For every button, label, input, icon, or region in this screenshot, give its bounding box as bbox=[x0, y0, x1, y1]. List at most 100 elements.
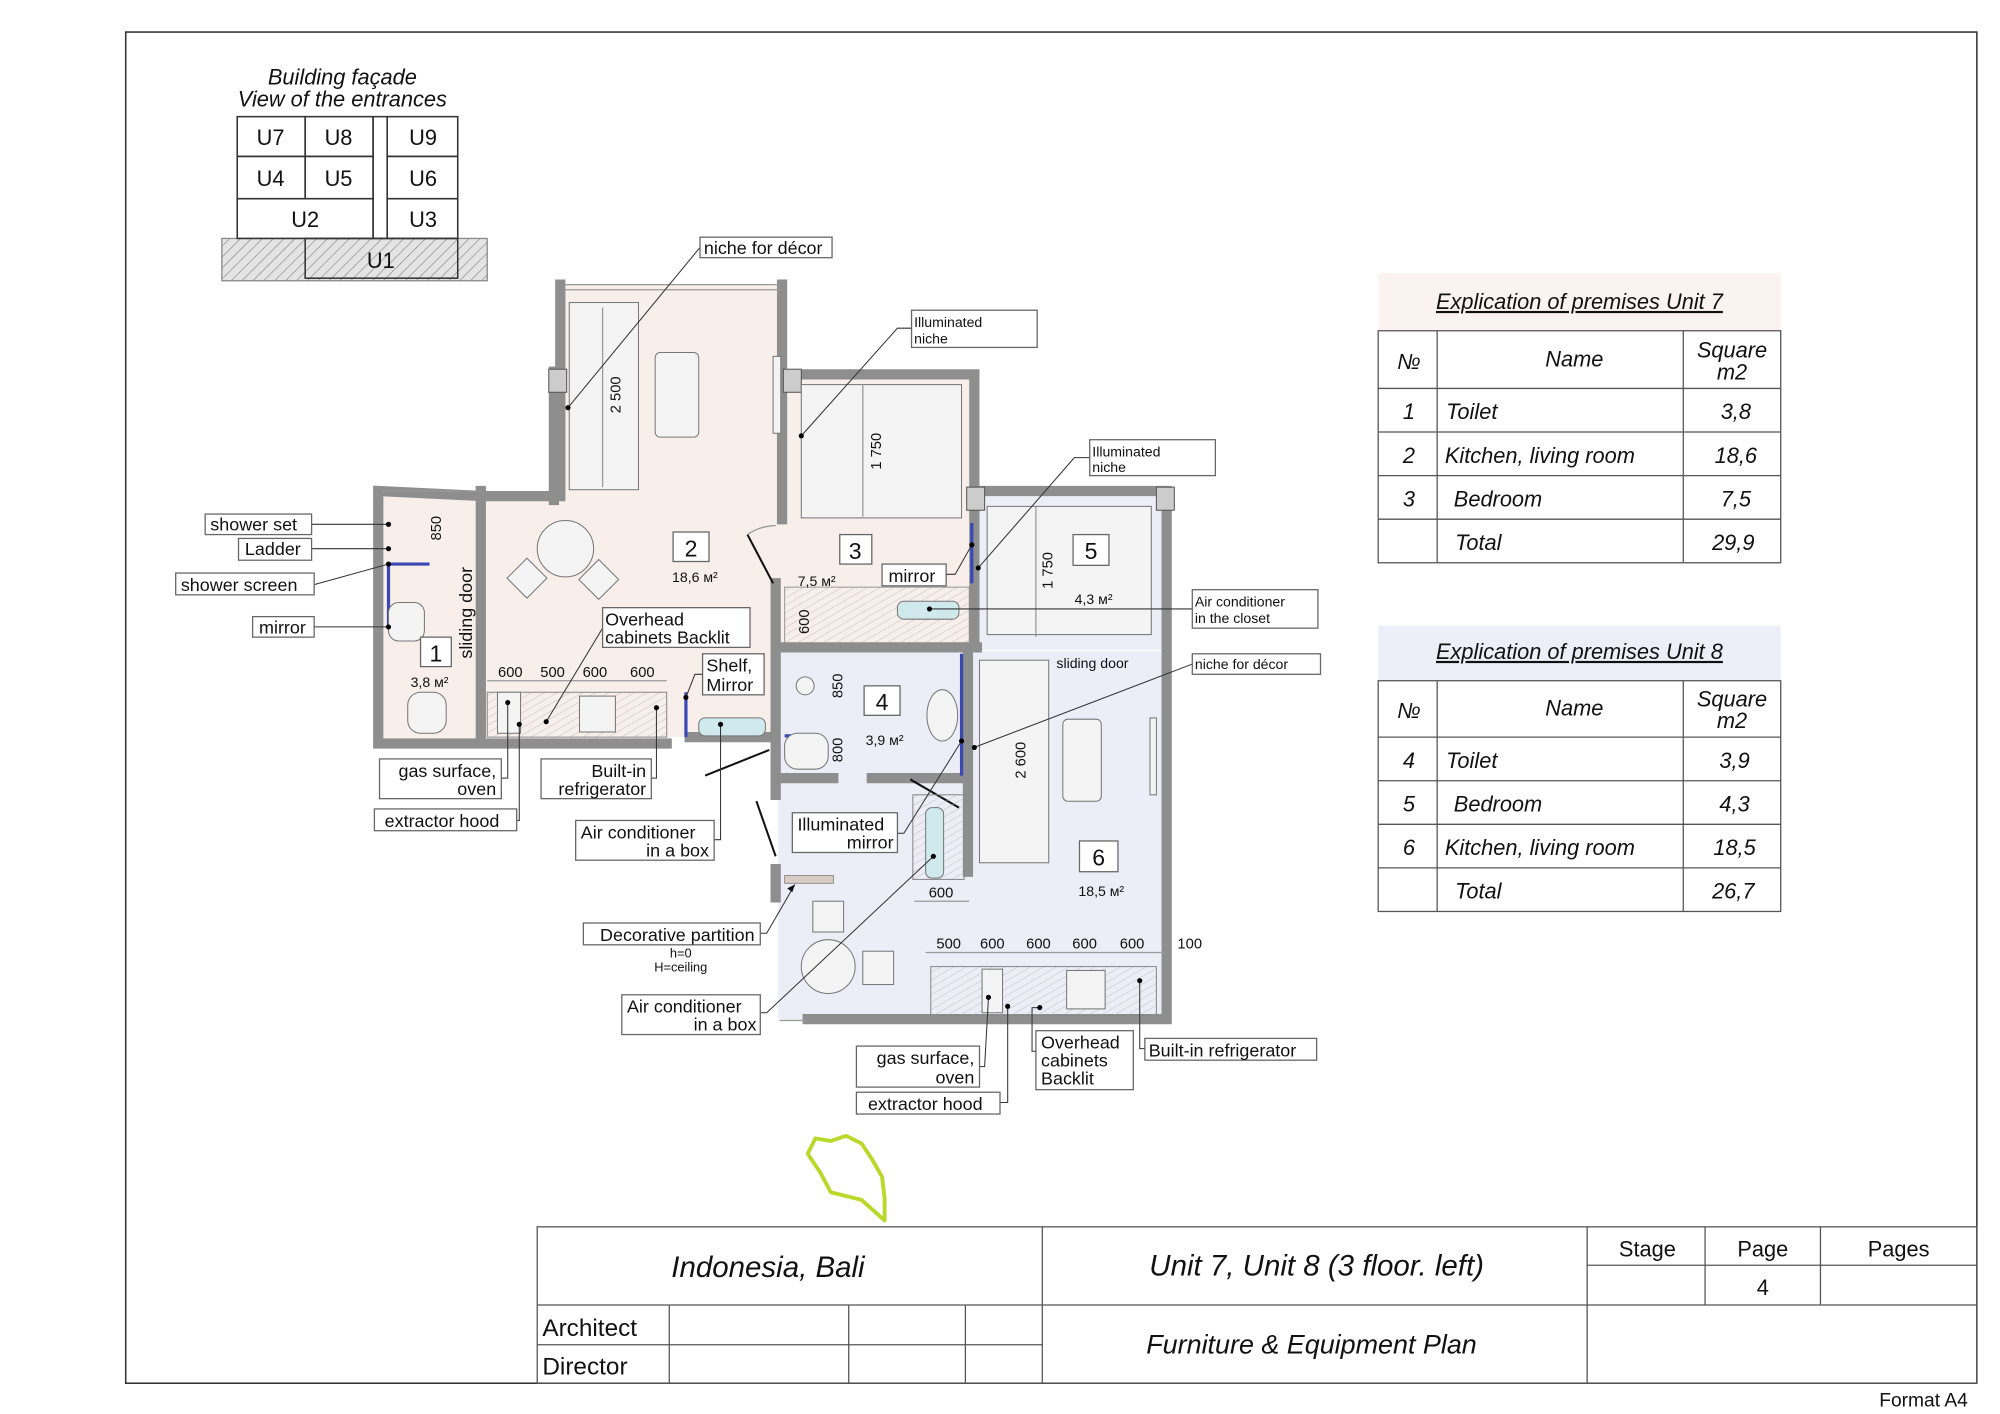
label-gas-surface: gas surface, bbox=[877, 1048, 975, 1068]
unit-label: U8 bbox=[325, 125, 353, 150]
label-illuminated-niche: Illuminated bbox=[914, 314, 982, 330]
text-label: Total bbox=[1455, 879, 1503, 904]
text-label: 5 bbox=[1403, 791, 1416, 816]
location: Indonesia, Bali bbox=[671, 1251, 866, 1284]
bed-unit7 bbox=[800, 384, 963, 519]
text-label: Backlit bbox=[1041, 1069, 1094, 1089]
text-label: 3,9 bbox=[1719, 748, 1749, 773]
explication-table-unit8: Explication of premises Unit 8 № Name Sq… bbox=[1377, 625, 1782, 913]
label-shower-set: shower set bbox=[210, 515, 297, 535]
text-label: oven bbox=[457, 779, 496, 799]
label-mirror: mirror bbox=[259, 617, 306, 637]
sheet-title: Furniture & Equipment Plan bbox=[1146, 1330, 1477, 1360]
text-label: 800 bbox=[830, 738, 846, 763]
text-label: mirror bbox=[847, 833, 894, 853]
text-label: 600 bbox=[498, 665, 523, 681]
text-label: № bbox=[1397, 698, 1421, 723]
text-label: 18,6 bbox=[1715, 443, 1758, 468]
text-label: Name bbox=[1545, 347, 1603, 372]
label-decorative-partition: Decorative partition bbox=[600, 925, 755, 945]
text-label: Kitchen, living room bbox=[1445, 835, 1635, 860]
label-gas-surface: gas surface, bbox=[398, 761, 496, 781]
label-shelf-mirror: Shelf, bbox=[706, 656, 752, 676]
label-shower-screen: shower screen bbox=[181, 575, 298, 595]
unit-label: U7 bbox=[257, 125, 285, 150]
text-label: in a box bbox=[646, 840, 709, 860]
text-label: 4 bbox=[876, 689, 889, 715]
label-refrigerator: Built-in bbox=[591, 761, 646, 781]
label-extractor-hood: extractor hood bbox=[385, 811, 500, 831]
text-label: Square bbox=[1697, 686, 1767, 711]
text-label: 6 bbox=[1403, 835, 1416, 860]
pages-label: Pages bbox=[1868, 1236, 1930, 1261]
text-label: 2 bbox=[685, 535, 698, 561]
text-label: 6 bbox=[1092, 844, 1105, 870]
text-label: 600 bbox=[1120, 937, 1145, 953]
sink-unit8 bbox=[926, 689, 959, 742]
label-ac-closet: Air conditioner bbox=[1195, 593, 1285, 609]
room-tags: 1 3,8 м² 2 18,6 м² 3 7,5 м² 4 3,9 м² 5 4… bbox=[411, 531, 1124, 899]
text-label: refrigerator bbox=[558, 779, 646, 799]
text-label: Kitchen, living room bbox=[1445, 443, 1635, 468]
text-label: 1 750 bbox=[1041, 552, 1057, 589]
text-label: Name bbox=[1545, 695, 1603, 720]
text-label: 1 750 bbox=[869, 433, 885, 470]
unit-label: U1 bbox=[367, 248, 395, 273]
stage-label: Stage bbox=[1619, 1236, 1676, 1261]
text-label: 4,3 bbox=[1719, 791, 1749, 816]
text-label: h=0 bbox=[670, 946, 692, 961]
bed-unit8 bbox=[986, 505, 1152, 636]
text-label: in a box bbox=[694, 1015, 757, 1035]
director-label: Director bbox=[542, 1353, 627, 1380]
text-label: 500 bbox=[936, 937, 961, 953]
text-label: 600 bbox=[1026, 937, 1051, 953]
text-label: niche bbox=[1092, 459, 1126, 475]
air-conditioner-unit7 bbox=[698, 717, 766, 737]
room-area: 3,9 м² bbox=[866, 732, 904, 748]
room-area: 7,5 м² bbox=[798, 573, 836, 589]
label-extractor-hood: extractor hood bbox=[868, 1094, 983, 1114]
label-overhead-cabinets: Overhead bbox=[605, 610, 684, 630]
room-tag-3 bbox=[839, 533, 873, 565]
label-mirror: mirror bbox=[888, 566, 935, 586]
format-label: Format A4 bbox=[1879, 1390, 1968, 1411]
sofa-unit8 bbox=[978, 659, 1050, 864]
text-label: Total bbox=[1455, 530, 1503, 555]
unit-label: U6 bbox=[409, 166, 437, 191]
text-label: m2 bbox=[1717, 359, 1747, 384]
dining-table-unit8 bbox=[800, 939, 856, 995]
label-illuminated-niche: Illuminated bbox=[1092, 443, 1160, 459]
room-area: 3,8 м² bbox=[411, 674, 449, 690]
floor-plan: 1 3,8 м² 2 18,6 м² 3 7,5 м² 4 3,9 м² 5 4… bbox=[175, 236, 1322, 1115]
furniture bbox=[387, 302, 1157, 1016]
text-label: niche bbox=[914, 331, 948, 347]
dining-table-unit7 bbox=[536, 519, 595, 578]
text-label: Toilet bbox=[1446, 748, 1498, 773]
text-label: 2 600 bbox=[1014, 742, 1030, 779]
title-block: Indonesia, Bali Unit 7, Unit 8 (3 floor.… bbox=[536, 1226, 1978, 1411]
unit-label: U5 bbox=[325, 166, 353, 191]
text-label: m2 bbox=[1717, 708, 1747, 733]
text-label: 1 bbox=[430, 640, 443, 666]
callouts: niche for décor Illuminated niche Illumi… bbox=[175, 236, 1322, 1115]
text-label: Mirror bbox=[706, 675, 753, 695]
unit-label: U9 bbox=[409, 125, 437, 150]
label-overhead-cabinets: Overhead bbox=[1041, 1033, 1120, 1053]
coffee-table-unit8 bbox=[1062, 718, 1102, 802]
text-label: in the closet bbox=[1195, 610, 1270, 626]
page-label: Page bbox=[1737, 1236, 1788, 1261]
text-label: 100 bbox=[1177, 937, 1202, 953]
text-label: 1 bbox=[1403, 399, 1415, 424]
decorative-partition bbox=[784, 875, 834, 884]
text-label: oven bbox=[935, 1067, 974, 1087]
label-ac-box: Air conditioner bbox=[581, 822, 696, 842]
text-label: Square bbox=[1697, 338, 1767, 363]
label-ac-box: Air conditioner bbox=[627, 997, 742, 1017]
text-label: H=ceiling bbox=[654, 960, 707, 975]
sofa-unit7 bbox=[568, 302, 640, 491]
label-refrigerator: Built-in refrigerator bbox=[1149, 1040, 1297, 1060]
unit-label: U2 bbox=[291, 207, 319, 232]
building-facade-diagram: Building façade View of the entrances U7… bbox=[221, 65, 488, 282]
toilet-unit7 bbox=[407, 691, 447, 734]
